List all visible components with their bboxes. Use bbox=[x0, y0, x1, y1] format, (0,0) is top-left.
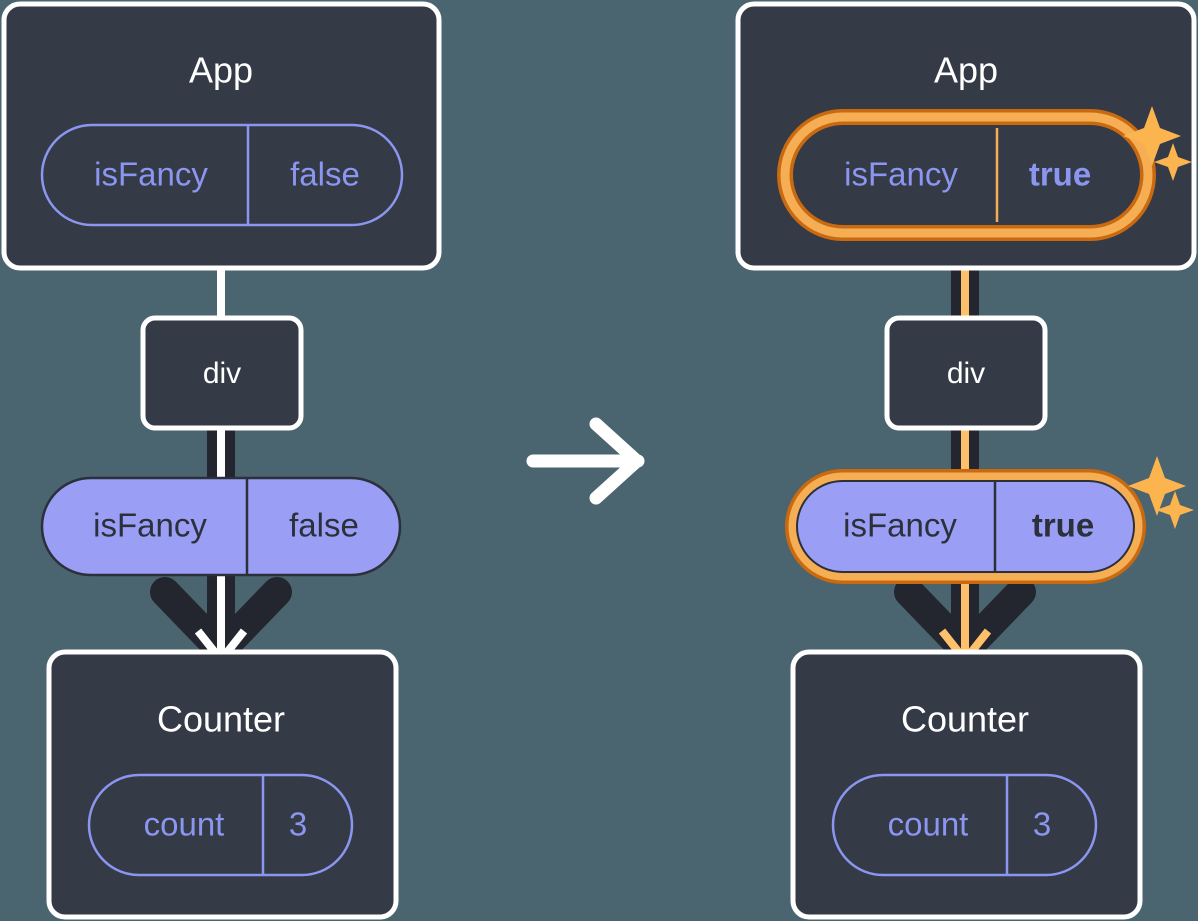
panel-before: App isFancy false div bbox=[1, 1, 442, 920]
node-app-before-title: App bbox=[189, 50, 253, 91]
pill-state-app-after-shape bbox=[794, 126, 1139, 224]
node-div-after-label: div bbox=[947, 357, 985, 390]
pill-state-app-before-key: isFancy bbox=[94, 156, 208, 193]
node-div-after-box bbox=[884, 315, 1048, 431]
pill-state-counter-before-value: 3 bbox=[289, 806, 307, 843]
pill-prop-after-key: isFancy bbox=[843, 507, 957, 544]
pill-state-app-after-key: isFancy bbox=[844, 156, 958, 193]
node-counter-before-title: Counter bbox=[157, 699, 285, 740]
pill-highlight-ring-inner bbox=[788, 472, 1143, 581]
connector-app-to-div-before bbox=[217, 262, 225, 322]
pill-state-app-after[interactable]: isFancy true bbox=[777, 109, 1156, 241]
node-counter-before-box bbox=[46, 649, 399, 920]
node-div-before[interactable]: div bbox=[140, 315, 304, 431]
pill-state-counter-before-key: count bbox=[144, 806, 225, 843]
panel-after: App isFancy true div bbox=[735, 1, 1197, 920]
sparkles-icon-prop-after bbox=[1128, 456, 1194, 529]
node-div-before-label: div bbox=[203, 357, 241, 390]
node-app-after-title: App bbox=[934, 50, 998, 91]
transition-arrow-right-icon bbox=[526, 417, 645, 505]
pill-state-counter-after-value: 3 bbox=[1033, 806, 1051, 843]
pill-state-counter-before-shape bbox=[87, 773, 354, 877]
pill-state-counter-before[interactable]: count 3 bbox=[87, 773, 354, 877]
node-counter-after-box bbox=[790, 649, 1143, 920]
node-app-before-box bbox=[1, 1, 442, 271]
pill-prop-after-shape bbox=[796, 480, 1135, 573]
node-counter-after[interactable]: Counter bbox=[790, 649, 1143, 920]
pill-prop-before-key: isFancy bbox=[93, 507, 207, 544]
node-counter-before[interactable]: Counter bbox=[46, 649, 399, 920]
pill-prop-before[interactable]: isFancy false bbox=[40, 476, 402, 577]
node-div-before-box bbox=[140, 315, 304, 431]
pill-state-app-after-value: true bbox=[1029, 156, 1091, 193]
pill-state-counter-after-key: count bbox=[888, 806, 969, 843]
node-app-before[interactable]: App bbox=[1, 1, 442, 271]
sparkles-icon-app-after bbox=[1123, 106, 1192, 181]
pill-state-counter-after-shape bbox=[831, 773, 1098, 877]
node-div-after[interactable]: div bbox=[884, 315, 1048, 431]
pill-highlight-ring-inner bbox=[780, 112, 1153, 238]
pill-prop-after[interactable]: isFancy true bbox=[785, 469, 1146, 584]
pill-state-app-before-shape bbox=[40, 123, 404, 227]
pill-prop-before-value: false bbox=[289, 507, 359, 544]
pill-state-app-before[interactable]: isFancy false bbox=[40, 123, 404, 227]
pill-state-app-before-value: false bbox=[290, 156, 360, 193]
pill-state-counter-after[interactable]: count 3 bbox=[831, 773, 1098, 877]
connector-div-to-prop-before bbox=[207, 424, 235, 486]
pill-prop-before-shape bbox=[40, 476, 402, 577]
node-counter-after-title: Counter bbox=[901, 699, 1029, 740]
pill-prop-after-value: true bbox=[1032, 507, 1094, 544]
